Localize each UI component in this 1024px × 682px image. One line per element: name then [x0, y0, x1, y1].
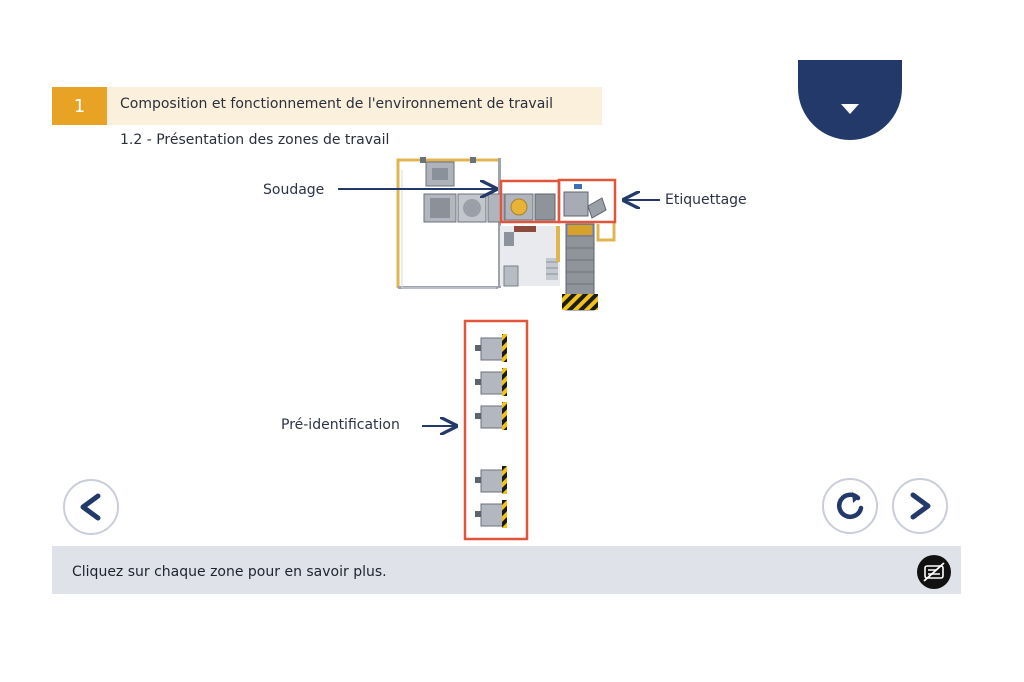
replay-icon: [836, 492, 864, 519]
label-preidentification[interactable]: Pré-identification: [281, 417, 400, 433]
header-bar: [52, 87, 602, 125]
instruction-text: Cliquez sur chaque zone pour en savoir p…: [72, 564, 387, 580]
zone-etiquettage[interactable]: [557, 178, 617, 224]
chevron-right-icon: [910, 492, 931, 520]
captions-toggle-button[interactable]: [917, 555, 951, 589]
replay-button[interactable]: [822, 478, 878, 534]
captions-off-icon: [923, 562, 945, 582]
next-button[interactable]: [892, 478, 948, 534]
menu-dropdown-button[interactable]: [798, 60, 902, 140]
chapter-title: Composition et fonctionnement de l'envir…: [120, 96, 554, 112]
zone-soudage[interactable]: [499, 179, 561, 224]
plant-layout: [396, 157, 616, 311]
label-etiquettage[interactable]: Etiquettage: [665, 192, 747, 208]
footer-bar: [52, 546, 961, 594]
station: [475, 334, 507, 362]
section-title: 1.2 - Présentation des zones de travail: [120, 132, 390, 148]
triangle-down-icon: [841, 104, 859, 114]
chapter-number: 1: [52, 87, 107, 125]
label-soudage[interactable]: Soudage: [263, 182, 325, 198]
previous-button[interactable]: [63, 479, 119, 535]
chevron-left-icon: [80, 493, 101, 521]
zone-preidentification[interactable]: [463, 319, 529, 541]
